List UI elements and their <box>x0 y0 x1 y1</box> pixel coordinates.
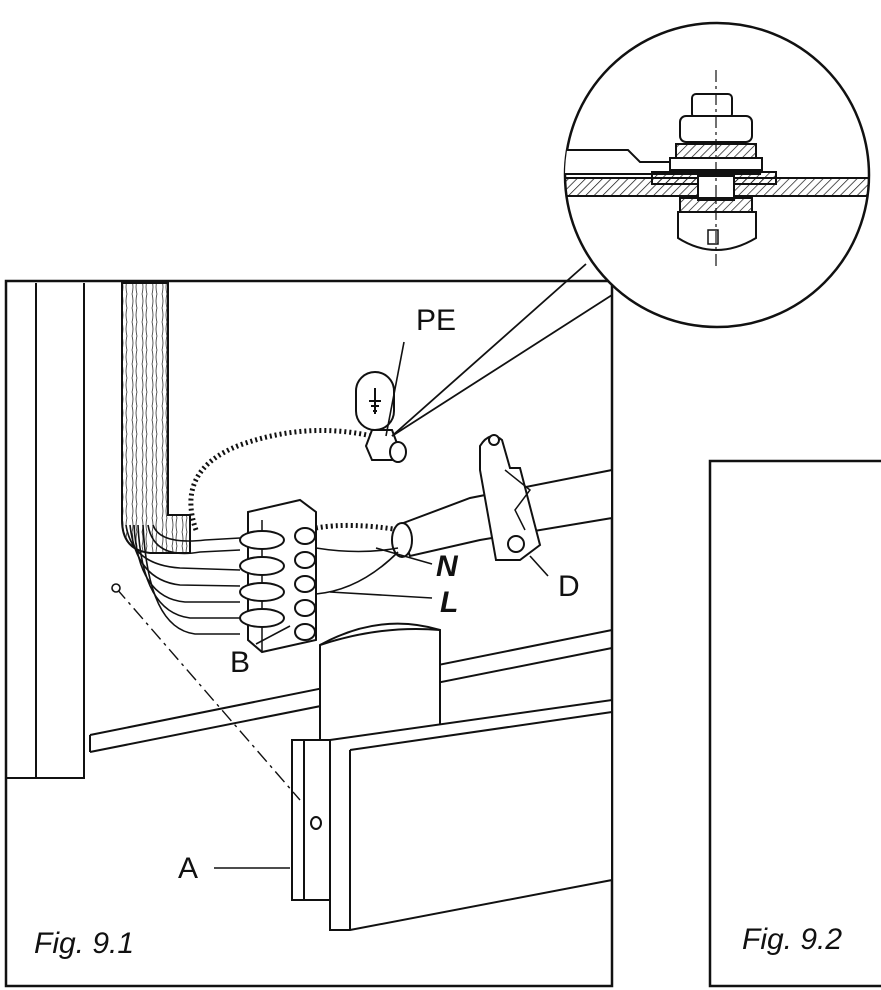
mounting-bracket-a <box>291 739 322 901</box>
earth-wire <box>188 428 381 531</box>
caption-fig-9-2: Fig. 9.2 <box>742 923 842 956</box>
screw-hole <box>111 583 121 593</box>
detail-magnifier <box>391 21 871 437</box>
cover-bracket <box>319 622 441 746</box>
alignment-line <box>115 587 301 801</box>
label-d: D <box>558 570 580 603</box>
cabinet-left-post <box>5 283 85 779</box>
ground-symbol-icon <box>369 388 381 414</box>
label-l: L <box>440 586 458 619</box>
figure-9-2-frame <box>708 459 881 988</box>
front-cover <box>291 698 613 931</box>
terminal-block-b <box>239 498 317 654</box>
caption-fig-9-1: Fig. 9.1 <box>34 927 134 960</box>
figure-9-2-panel: Fig. 9.2 <box>708 459 881 988</box>
main-cable-bundle <box>121 282 241 635</box>
label-pe: PE <box>416 304 456 337</box>
label-n: N <box>436 550 459 583</box>
cable-clamp-d <box>479 434 542 561</box>
label-b: B <box>230 646 250 679</box>
pe-earth-stud <box>355 371 407 463</box>
label-a: A <box>178 852 198 885</box>
figure-9-1-panel: PE N L D B A Fig. 9.1 <box>4 279 614 988</box>
leader-lines <box>214 341 549 869</box>
